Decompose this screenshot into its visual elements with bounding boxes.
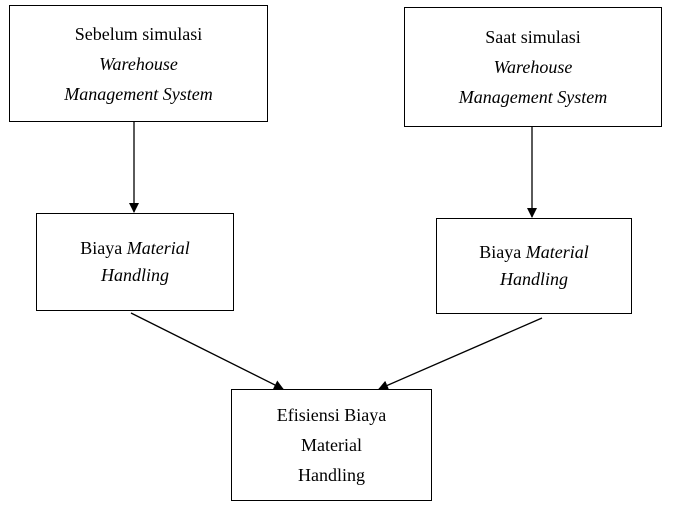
- box-cost-right-italic-1: Material: [525, 242, 589, 262]
- box-during-simulation: Saat simulasi Warehouse Management Syste…: [404, 7, 662, 127]
- box-during-line-1: Saat simulasi: [485, 27, 581, 47]
- box-cost-right-line-1: Biaya Material: [479, 239, 589, 266]
- box-cost-left-line-2: Handling: [100, 265, 169, 285]
- box-result-line-1: Efisiensi Biaya: [276, 405, 387, 425]
- box-cost-left-italic-1: Material: [126, 238, 190, 258]
- box-cost-right: Biaya Material Handling: [436, 218, 632, 314]
- arrow-cost-right-to-result: [378, 317, 543, 390]
- box-before-line-3: Management System: [64, 83, 213, 104]
- box-before-line-2: Warehouse: [99, 53, 178, 74]
- box-cost-left-line-1: Biaya Material: [80, 235, 190, 262]
- box-cost-right-line-2: Handling: [499, 269, 568, 289]
- box-cost-left: Biaya Material Handling: [36, 213, 234, 311]
- box-cost-left-prefix: Biaya: [80, 238, 127, 258]
- box-before-simulation: Sebelum simulasi Warehouse Management Sy…: [9, 5, 268, 122]
- box-during-line-3: Management System: [458, 87, 608, 107]
- box-result: Efisiensi Biaya Material Handling: [231, 389, 432, 501]
- box-before-line-1: Sebelum simulasi: [74, 23, 203, 44]
- box-cost-right-prefix: Biaya: [479, 242, 526, 262]
- arrow-cost-left-to-result: [130, 312, 284, 390]
- box-during-line-2: Warehouse: [493, 57, 573, 77]
- box-result-line-2: Material: [301, 435, 362, 455]
- box-result-line-3: Handling: [298, 465, 365, 485]
